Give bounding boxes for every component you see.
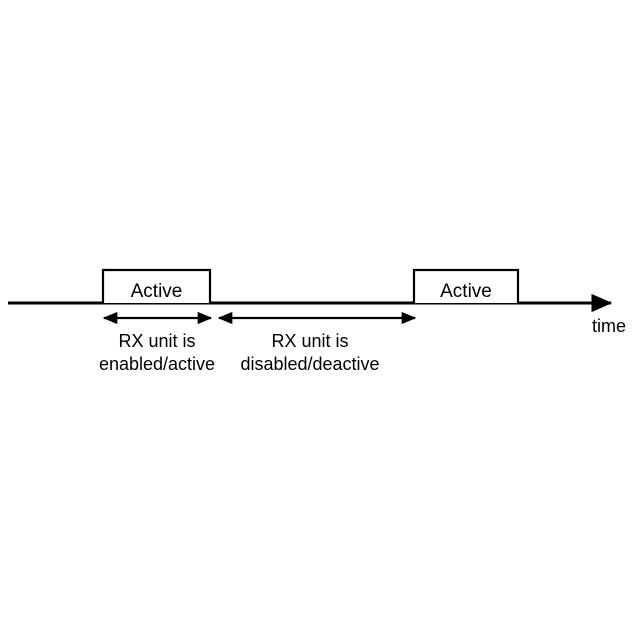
enabled-interval-label-line1: RX unit is [118, 331, 195, 351]
active-box-1-group: Active [101, 268, 212, 303]
active-box-1 [101, 268, 212, 303]
active-box-2-label: Active [440, 281, 492, 302]
enabled-interval-group: RX unit is enabled/active [99, 311, 215, 374]
active-box-1-label: Active [131, 281, 183, 302]
disabled-interval-label-line2: disabled/deactive [240, 354, 379, 374]
active-box-2-group: Active [412, 268, 520, 303]
disabled-interval-label-line1: RX unit is [271, 331, 348, 351]
active-box-2 [412, 268, 520, 303]
time-axis-label: time [592, 316, 626, 336]
enabled-interval-label-line2: enabled/active [99, 354, 215, 374]
disabled-interval-group: RX unit is disabled/deactive [217, 311, 417, 374]
